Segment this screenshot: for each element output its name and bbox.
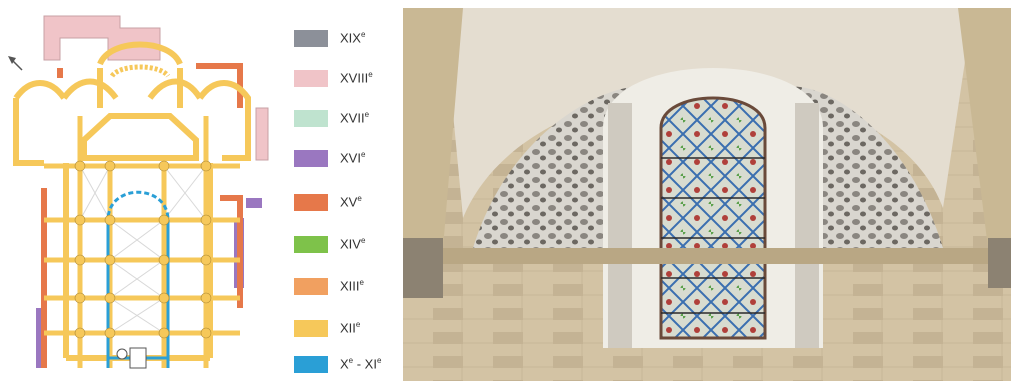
- legend-swatch: [294, 70, 328, 87]
- period-xviii-walls: [43, 15, 269, 161]
- legend-item-xvii: XVIIe: [290, 108, 400, 128]
- legend-swatch: [294, 320, 328, 337]
- entrance-block: [129, 347, 147, 369]
- legend-item-xix: XIXe: [290, 28, 400, 48]
- legend-label: Xe - XIe: [340, 356, 382, 372]
- corbel-left: [403, 238, 443, 298]
- legend-item-xvi: XVIe: [290, 148, 400, 168]
- legend-item-x-xi: Xe - XIe: [290, 354, 400, 374]
- legend-item-xii: XIIe: [290, 318, 400, 338]
- vault-ceiling: [443, 8, 973, 218]
- column-left: [608, 103, 632, 348]
- legend-label: XIXe: [340, 30, 366, 46]
- legend-label: XVIIIe: [340, 70, 373, 86]
- apse-dotted-arc: [109, 64, 171, 78]
- legend-swatch: [294, 236, 328, 253]
- legend-swatch: [294, 30, 328, 47]
- stained-glass-window-photo: [403, 8, 1011, 381]
- figure-caption: [0, 0, 1011, 8]
- legend-swatch: [294, 110, 328, 127]
- period-legend: XIXe XVIIIe XVIIe XVIe XVe XIVe XIIIe XI…: [290, 28, 400, 373]
- string-course: [403, 248, 1011, 264]
- legend-swatch: [294, 356, 328, 373]
- legend-label: XVIe: [340, 150, 366, 166]
- legend-swatch: [294, 194, 328, 211]
- legend-label: XVe: [340, 194, 362, 210]
- legend-label: XIIIe: [340, 278, 364, 294]
- vault-ribs: [79, 165, 207, 334]
- font-circle: [116, 348, 128, 360]
- period-xii-walls: [13, 41, 251, 361]
- stained-glass-window: [659, 96, 767, 340]
- pillars: [74, 160, 212, 339]
- column-right: [795, 103, 819, 348]
- legend-label: XVIIe: [340, 110, 370, 126]
- corbel-right: [988, 238, 1011, 288]
- legend-label: XIVe: [340, 236, 366, 252]
- period-xvi-walls: [36, 198, 262, 368]
- north-arrow-icon: [8, 56, 23, 71]
- legend-label: XIIe: [340, 320, 361, 336]
- legend-swatch: [294, 150, 328, 167]
- window-lead-bars: [661, 157, 765, 314]
- legend-swatch: [294, 278, 328, 295]
- legend-item-xiv: XIVe: [290, 234, 400, 254]
- legend-item-xv: XVe: [290, 192, 400, 212]
- legend-item-xviii: XVIIIe: [290, 68, 400, 88]
- church-floor-plan: [8, 15, 269, 369]
- legend-item-xiii: XIIIe: [290, 276, 400, 296]
